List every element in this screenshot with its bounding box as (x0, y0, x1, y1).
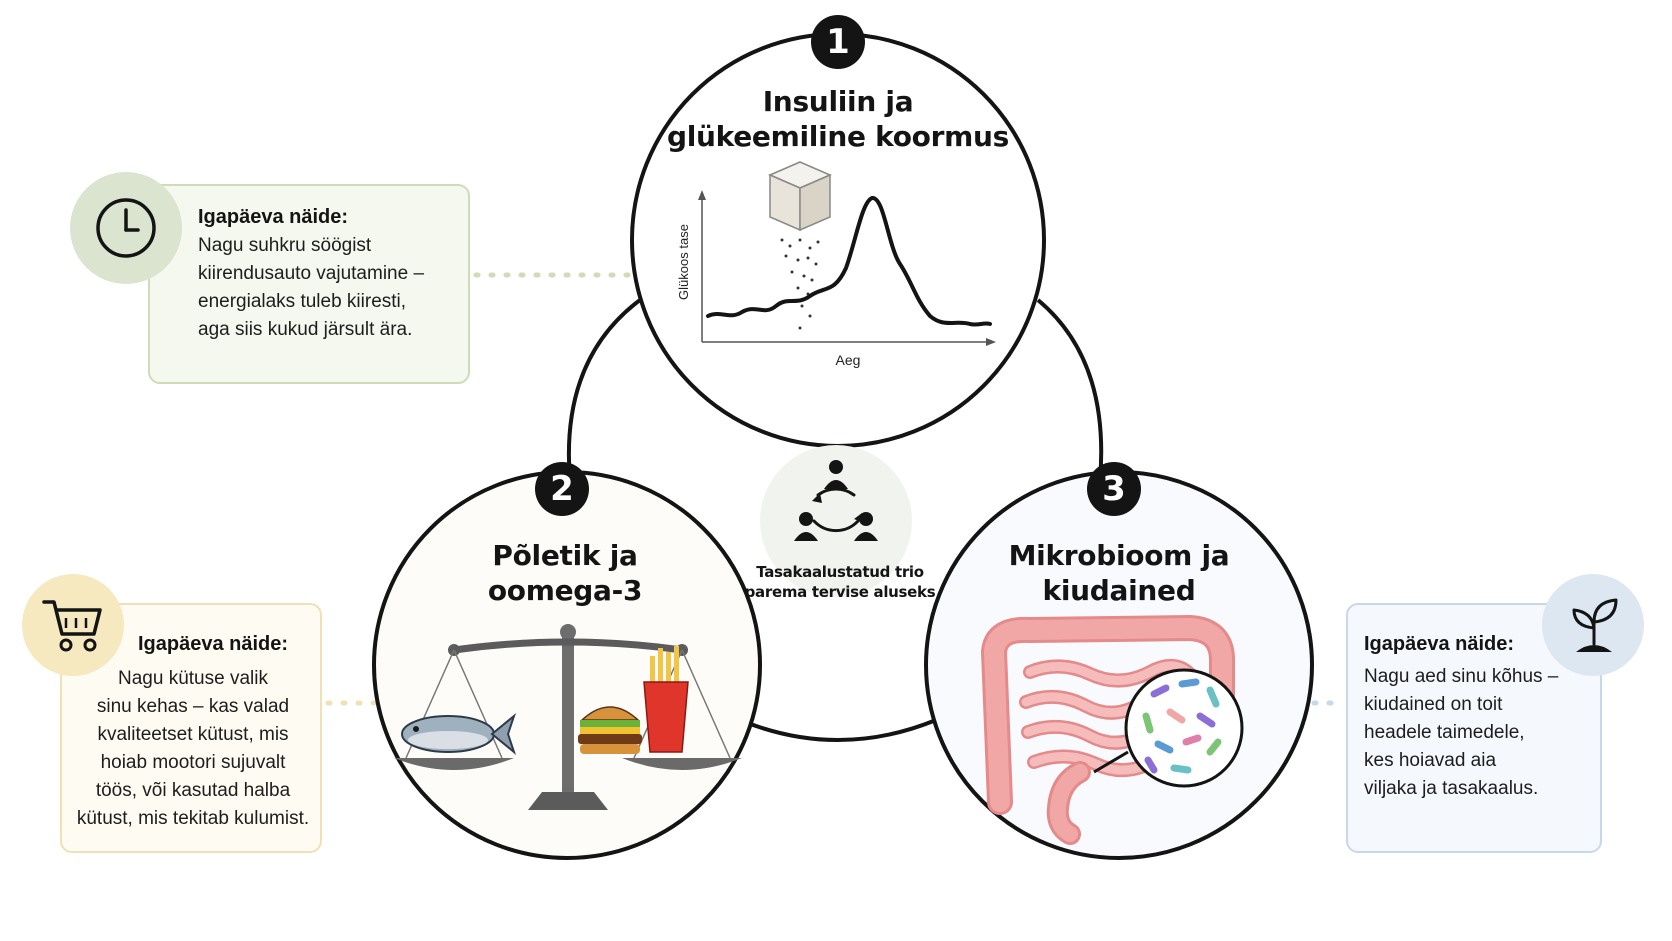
chart-ylabel: Glükoos tase (676, 224, 691, 300)
card-body: Nagu aed sinu kõhus – kiudained on toit … (1364, 663, 1558, 803)
card-body-line: kiudained on toit (1364, 694, 1503, 715)
card-body-line: Nagu aed sinu kõhus – (1364, 666, 1559, 687)
card-body-line: sinu kehas – kas valad (96, 696, 290, 717)
arc-bottom (739, 718, 937, 742)
burger-icon (578, 706, 642, 754)
circle-title-microbiome: Mikrobioom ja kiudained (964, 538, 1274, 608)
card-body-line: kes hoiavad aia (1364, 750, 1497, 771)
card-body-line: kiirendusauto vajutamine – (198, 263, 425, 284)
card-body-line: aga siis kukud järsult ära. (198, 319, 413, 340)
card-body-line: Nagu suhkru söögist (198, 235, 372, 256)
card-heading: Igapäeva näide: (1364, 633, 1515, 655)
card-body-line: headele taimedele, (1364, 722, 1525, 743)
card-body-line: kütust, mis tekitab kulumist. (76, 808, 310, 829)
card-body-line: viljaka ja tasakaalus. (1364, 778, 1539, 799)
card-body-line: energialaks tuleb kiiresti, (198, 291, 407, 312)
center-label-line: Tasakaalustatud trio (756, 563, 924, 581)
circle-title-line: Mikrobioom ja (1008, 539, 1230, 572)
balance-scale-illustration (394, 624, 742, 810)
clock-icon (96, 198, 156, 258)
circle-title-line: kiudained (1042, 574, 1196, 607)
circle-title-line: glükeemiline koormus (667, 120, 1009, 153)
glucose-curve (706, 196, 992, 327)
number-badge-3: 3 (1087, 462, 1141, 516)
intestine-illustration (980, 614, 1244, 845)
arc-left (566, 298, 642, 481)
glucose-chart: Glükoos tase Aeg (676, 161, 996, 368)
chart-xlabel: Aeg (836, 352, 861, 368)
sugar-cube-icon (768, 161, 832, 232)
shopping-cart-icon (42, 600, 102, 652)
card-body-line: töös, või kasutad halba (95, 780, 291, 801)
example-card-1: Igapäeva näide: Nagu suhkru söögist kiir… (148, 184, 470, 384)
circle-title-line: Põletik ja (492, 539, 638, 572)
card-heading: Igapäeva näide: (138, 633, 289, 655)
cart-icon-disc (22, 574, 124, 676)
arc-right (1036, 298, 1104, 481)
card-body-line: Nagu kütuse valik (118, 668, 268, 689)
card-body: Nagu suhkru söögist kiirendusauto vajuta… (198, 232, 424, 344)
circle-insulin (630, 32, 1046, 448)
fish-icon (401, 713, 517, 755)
fries-icon (643, 646, 689, 753)
bacteria-icon (1142, 678, 1222, 774)
card-body-line: kvaliteetset kütust, mis (97, 724, 289, 745)
center-label: Tasakaalustatud trio parema tervise alus… (740, 562, 940, 602)
team-trio-icon (794, 460, 878, 541)
card-heading: Igapäeva näide: (198, 206, 349, 228)
circle-title-inflammation: Põletik ja oomega-3 (420, 538, 710, 608)
card-body: Nagu kütuse valik sinu kehas – kas valad… (62, 665, 324, 833)
circle-title-line: Insuliin ja (762, 85, 914, 118)
number-badge-1: 1 (811, 15, 865, 69)
circle-title-line: oomega-3 (487, 574, 643, 607)
circle-title-insulin: Insuliin ja glükeemiline koormus (640, 84, 1036, 154)
number-badge-2: 2 (535, 462, 589, 516)
sugar-grains (780, 238, 820, 330)
center-label-line: parema tervise aluseks (744, 583, 936, 601)
card-body-line: hoiab mootori sujuvalt (100, 752, 286, 773)
sprout-icon (1572, 598, 1618, 652)
